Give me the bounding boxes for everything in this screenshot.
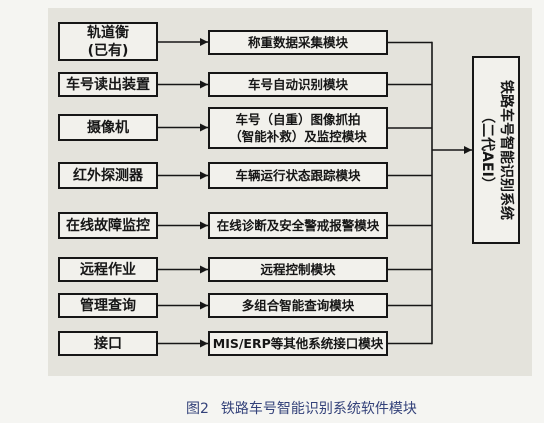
system-subtitle: （二代AEI）	[479, 109, 495, 191]
figure-title: 铁路车号智能识别系统软件模块	[220, 401, 417, 417]
module-box-online-diagnosis-alarm: 在线诊断及安全警戒报警模块	[208, 212, 388, 239]
source-label: 在线故障监控	[66, 217, 150, 234]
source-label-note: (已有)	[87, 42, 129, 59]
system-box: 铁路车号智能识别系统 （二代AEI）	[472, 56, 520, 244]
module-label: 在线诊断及安全警戒报警模块	[216, 218, 380, 233]
module-label: 远程控制模块	[260, 262, 336, 277]
source-label: 摄像机	[87, 119, 129, 136]
source-box-management-query: 管理查询	[58, 293, 158, 318]
source-label: 远程作业	[80, 261, 136, 278]
module-box-multi-query: 多组合智能查询模块	[208, 293, 388, 318]
module-box-remote-control: 远程控制模块	[208, 257, 388, 282]
source-label: 管理查询	[80, 297, 136, 314]
source-label: 轨道衡	[87, 24, 129, 41]
module-label: 多组合智能查询模块	[241, 298, 355, 313]
module-box-system-interface: MIS/ERP等其他系统接口模块	[208, 331, 388, 356]
source-box-camera: 摄像机	[58, 114, 158, 141]
figure-caption: 图2 铁路车号智能识别系统软件模块	[186, 400, 417, 418]
module-label-line2: （智能补救）及监控模块	[229, 129, 367, 144]
source-label: 车号读出装置	[66, 76, 150, 93]
module-label: 车号（自重）图像抓拍	[235, 112, 361, 127]
source-box-remote-operation: 远程作业	[58, 257, 158, 282]
module-box-vehicle-status-tracking: 车辆运行状态跟踪模块	[208, 162, 388, 189]
system-title: 铁路车号智能识别系统	[498, 80, 514, 220]
source-box-weighbridge: 轨道衡 (已有)	[58, 22, 158, 61]
module-box-weighing-data-acquisition: 称重数据采集模块	[208, 30, 388, 55]
source-box-online-fault-monitor: 在线故障监控	[58, 212, 158, 239]
source-box-interface: 接口	[58, 331, 158, 356]
source-box-infrared-detector: 红外探测器	[58, 162, 158, 189]
system-label-group: 铁路车号智能识别系统 （二代AEI）	[474, 58, 518, 242]
module-label: 称重数据采集模块	[247, 35, 348, 50]
figure-number: 图2	[186, 401, 209, 417]
module-box-image-capture-monitoring: 车号（自重）图像抓拍 （智能补救）及监控模块	[208, 107, 388, 149]
module-label: 车辆运行状态跟踪模块	[235, 168, 361, 183]
source-box-car-number-reader: 车号读出装置	[58, 72, 158, 97]
source-label: 红外探测器	[73, 167, 143, 184]
module-box-car-number-recognition: 车号自动识别模块	[208, 72, 388, 97]
source-label: 接口	[94, 335, 122, 352]
module-label: 车号自动识别模块	[247, 77, 348, 92]
module-label: MIS/ERP等其他系统接口模块	[212, 336, 384, 351]
